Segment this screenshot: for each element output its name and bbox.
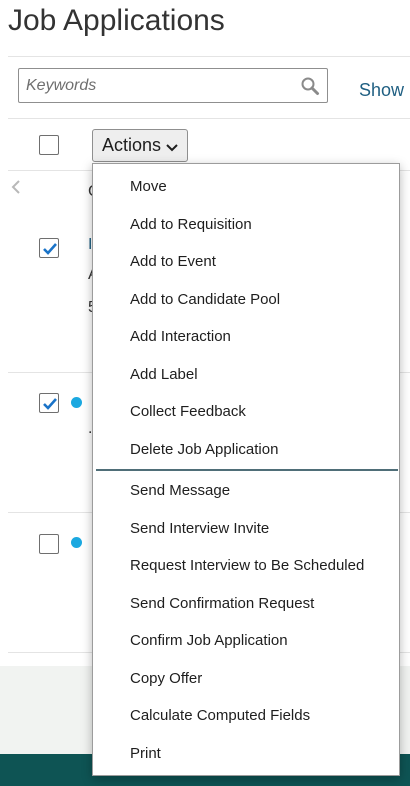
row-checkbox-1[interactable] (39, 238, 59, 258)
search-input[interactable] (19, 69, 297, 102)
menu-separator (96, 469, 398, 471)
menu-item-confirm-job-application[interactable]: Confirm Job Application (130, 632, 288, 649)
unread-dot-icon (71, 397, 82, 408)
menu-item-send-message[interactable]: Send Message (130, 482, 231, 499)
menu-item-delete-job-application[interactable]: Delete Job Application (130, 441, 279, 458)
menu-item-add-label[interactable]: Add Label (130, 366, 198, 383)
menu-item-send-interview-invite[interactable]: Send Interview Invite (130, 520, 270, 537)
unread-dot-icon (71, 537, 82, 548)
actions-button[interactable]: Actions (92, 129, 188, 162)
checkmark-icon (43, 398, 57, 410)
actions-label: Actions (101, 135, 162, 155)
actions-menu: Move Add to Requisition Add to Event Add… (92, 163, 400, 776)
search-box[interactable] (18, 68, 328, 103)
select-all-checkbox[interactable] (39, 135, 59, 155)
show-filters-link[interactable]: Show F (359, 80, 410, 100)
menu-item-add-to-candidate-pool[interactable]: Add to Candidate Pool (130, 291, 281, 308)
menu-item-collect-feedback[interactable]: Collect Feedback (130, 403, 246, 420)
menu-item-print[interactable]: Print (130, 745, 161, 762)
menu-item-move[interactable]: Move (130, 178, 167, 195)
menu-item-add-interaction[interactable]: Add Interaction (130, 328, 231, 345)
toolbar-divider (8, 118, 410, 119)
row-checkbox-3[interactable] (39, 534, 59, 554)
chevron-left-icon[interactable] (10, 179, 22, 200)
menu-item-add-to-event[interactable]: Add to Event (130, 253, 216, 270)
title-divider (8, 56, 410, 57)
menu-item-add-to-requisition[interactable]: Add to Requisition (130, 216, 252, 233)
menu-item-calculate-computed-fields[interactable]: Calculate Computed Fields (130, 707, 311, 724)
row-2-fragment-a: . (88, 420, 93, 437)
menu-item-request-interview[interactable]: Request Interview to Be Scheduled (130, 557, 365, 574)
page-title: Job Applications (8, 4, 225, 37)
menu-item-send-confirmation-request[interactable]: Send Confirmation Request (130, 595, 315, 612)
menu-item-copy-offer[interactable]: Copy Offer (130, 670, 203, 687)
row-checkbox-2[interactable] (39, 393, 59, 413)
checkmark-icon (43, 243, 57, 255)
search-icon[interactable] (300, 76, 320, 96)
row-1-fragment-a: I (88, 236, 93, 253)
chevron-down-icon (166, 136, 178, 157)
